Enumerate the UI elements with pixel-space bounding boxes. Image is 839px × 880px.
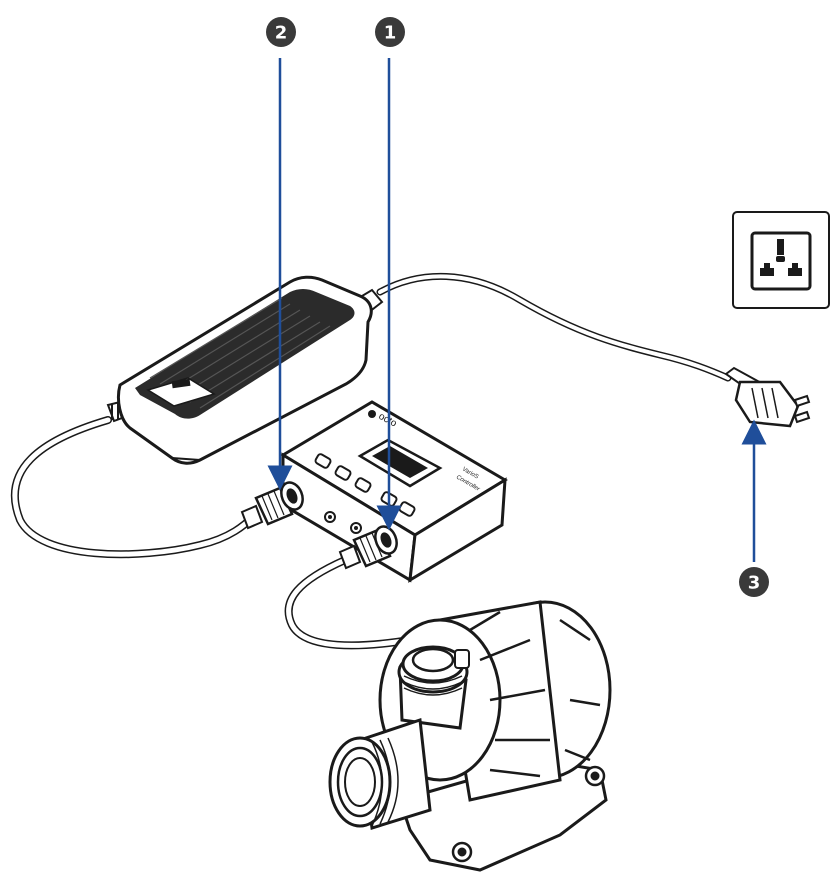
- vario-controller: octo VarioS Controller: [280, 400, 508, 583]
- power-supply-brick: [106, 275, 384, 465]
- mains-plug: [724, 366, 811, 428]
- pump: [328, 600, 612, 872]
- badge-2-number: 2: [275, 23, 288, 44]
- callout-arrows: [267, 58, 767, 562]
- badge-2: 2: [266, 17, 296, 47]
- controller-button[interactable]: [354, 477, 372, 493]
- controller-button[interactable]: [334, 465, 352, 481]
- power-supply-connector: [240, 481, 304, 530]
- badge-3-number: 3: [748, 573, 761, 594]
- badge-3: 3: [739, 567, 769, 597]
- wall-socket: [732, 211, 830, 309]
- badge-1: 1: [375, 17, 405, 47]
- badge-1-number: 1: [384, 23, 397, 44]
- mains-cable: [376, 272, 732, 382]
- controller-button[interactable]: [314, 453, 332, 469]
- pump-cable-connector: [338, 525, 398, 570]
- octo-logo-icon: [368, 410, 376, 418]
